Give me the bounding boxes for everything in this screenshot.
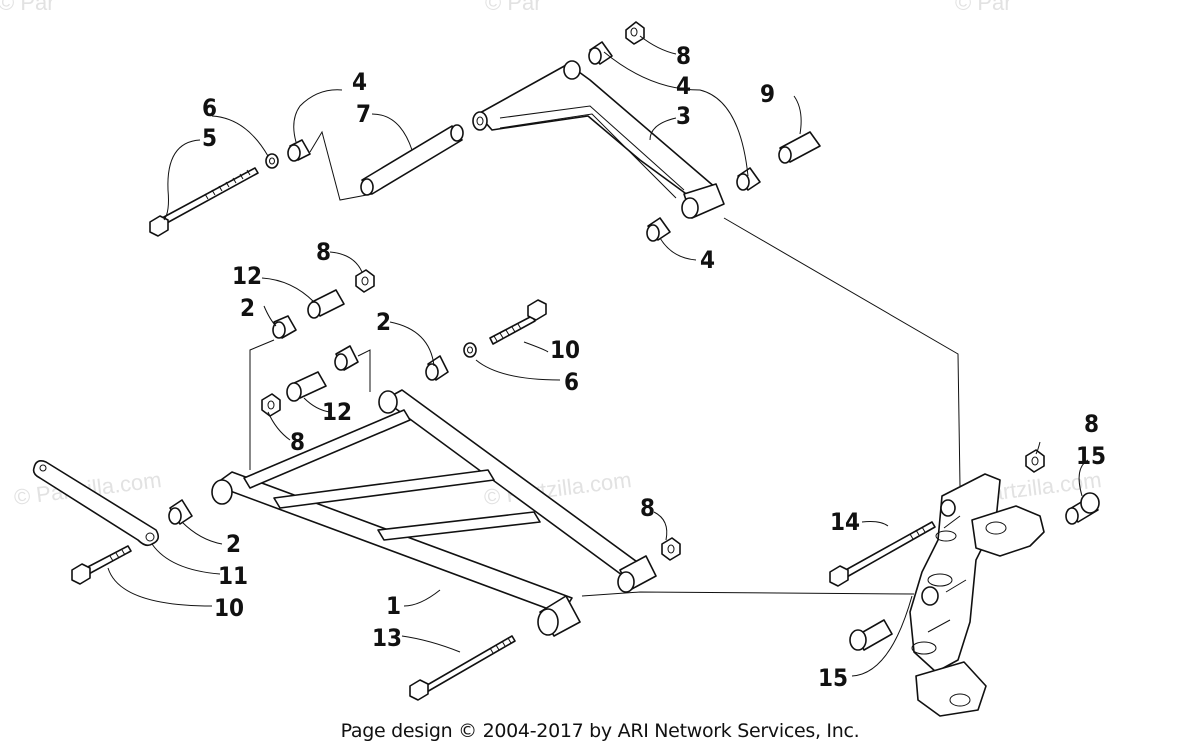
spindle-knuckle <box>909 473 1045 717</box>
callout-11: 11 <box>218 562 248 590</box>
bushing-4-right <box>736 167 761 191</box>
bolt-13 <box>409 635 516 701</box>
callout-4-upper-bottom: 4 <box>700 246 715 274</box>
callout-15-lower: 15 <box>818 664 848 692</box>
callout-14: 14 <box>830 508 860 536</box>
callout-12-upper: 12 <box>232 262 262 290</box>
guide-line-upper-left <box>309 130 373 201</box>
bolt-10-lower <box>71 545 132 585</box>
bushing-4-top <box>588 41 613 65</box>
leader-lines <box>107 35 1089 677</box>
washer-6-lower <box>463 342 477 358</box>
bolt-5 <box>149 167 259 237</box>
watermark-top-left: © Par <box>0 0 55 15</box>
bushing-12-mid <box>286 371 327 402</box>
lower-a-arm <box>211 389 657 637</box>
callout-8-upper: 8 <box>676 42 691 70</box>
callout-12-lower: 12 <box>322 398 352 426</box>
guide-line-lower-left <box>249 339 275 470</box>
watermark-top-center: © Par <box>485 0 542 15</box>
callout-8-knuckle: 8 <box>1084 410 1099 438</box>
sleeve-7 <box>360 124 464 196</box>
nut-8-lower-top <box>355 269 375 293</box>
callout-8-lower-mid: 8 <box>290 428 305 456</box>
callout-5: 5 <box>202 124 217 152</box>
callout-10-upper: 10 <box>550 336 580 364</box>
callout-3: 3 <box>676 102 691 130</box>
callout-10-lower: 10 <box>214 594 244 622</box>
callout-8-lower-right: 8 <box>640 494 655 522</box>
nut-8-upper <box>625 21 645 45</box>
callout-15-upper: 15 <box>1076 442 1106 470</box>
bushing-4-bottom <box>646 217 671 242</box>
bolt-14 <box>829 521 936 587</box>
callout-4-upper-top: 4 <box>676 72 691 100</box>
bushing-2-mid <box>334 345 359 371</box>
bolt-10-upper <box>489 299 547 345</box>
watermark-top-right: © Par <box>955 0 1012 15</box>
bushing-4-left <box>287 139 311 162</box>
callout-1: 1 <box>386 592 401 620</box>
nut-8-lower-mid <box>261 393 281 417</box>
guide-line-lower-arm-to-knuckle <box>581 591 915 597</box>
callout-2-lower: 2 <box>226 530 241 558</box>
guide-line-upper-arm-to-knuckle <box>723 217 961 487</box>
callout-6-lower: 6 <box>564 368 579 396</box>
callout-7: 7 <box>356 100 371 128</box>
callout-6-upper: 6 <box>202 94 217 122</box>
nut-8-knuckle <box>1025 449 1045 473</box>
washer-6-upper <box>265 153 279 169</box>
callout-9: 9 <box>760 80 775 108</box>
copyright-footer: Page design © 2004-2017 by ARI Network S… <box>340 720 860 742</box>
callout-8-lower-top: 8 <box>316 238 331 266</box>
callout-numbers: 8 4 9 3 4 4 7 6 5 8 12 2 2 10 6 12 8 8 2… <box>202 42 1106 692</box>
callout-2-mid: 2 <box>376 308 391 336</box>
sleeve-15-upper <box>1065 492 1100 525</box>
callout-2-upper: 2 <box>240 294 255 322</box>
bushing-2-right <box>425 355 449 381</box>
nut-8-lower-right <box>661 537 681 561</box>
sleeve-15-lower <box>849 619 893 651</box>
upper-a-arm <box>472 60 725 219</box>
guide-line-lower-mid <box>357 349 371 392</box>
callout-4-upper-left: 4 <box>352 68 367 96</box>
sleeve-9 <box>778 131 821 164</box>
callout-13: 13 <box>372 624 402 652</box>
bushing-12-upper <box>307 289 345 319</box>
bushing-2-upper <box>272 315 297 339</box>
bushing-2-lower-left <box>168 499 193 525</box>
